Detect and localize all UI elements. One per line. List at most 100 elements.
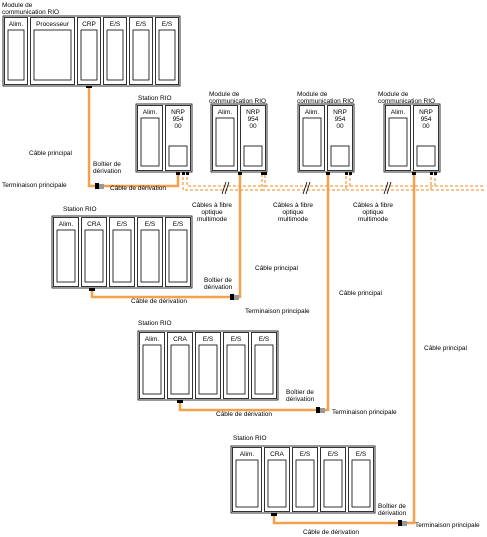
drop2-title: Station RIO bbox=[138, 320, 172, 327]
drop-rack-2-slot-1-window bbox=[170, 344, 190, 395]
drop-rack-1-slot-1-label: CRA bbox=[87, 221, 101, 228]
drop-cable-2 bbox=[178, 400, 318, 412]
head-rack-slot-3-label: E/S bbox=[110, 21, 121, 28]
nrp-rack-1-slot-1-window bbox=[168, 145, 188, 167]
nrp-rack-4-slot-1-label: NRP bbox=[419, 109, 433, 116]
terminator-1 bbox=[234, 295, 239, 300]
tap-label-3-1: Boîtier de bbox=[378, 503, 406, 510]
drop-rack-3-slot-0-label: Alim. bbox=[240, 451, 255, 458]
fiber-break-3b bbox=[386, 181, 392, 195]
head-rack-title-1: Module de bbox=[2, 2, 33, 9]
connector-nrp4-c bbox=[434, 171, 437, 175]
term-label-3: Terminaison principale bbox=[415, 522, 480, 529]
connector-nrp1-a bbox=[176, 171, 180, 175]
drop-rack-2-slot-2-window bbox=[198, 344, 218, 395]
tap-label-1-1: Boîtier de bbox=[204, 277, 232, 284]
nrp3-title-2: communication RIO bbox=[297, 98, 354, 105]
taps bbox=[95, 183, 407, 526]
main-cable-1 bbox=[233, 172, 242, 299]
nrp-rack-3-slot-1-label: 00 bbox=[336, 123, 344, 130]
drop-rack-1-slot-3-label: E/S bbox=[145, 221, 156, 228]
terminator-3 bbox=[402, 521, 407, 526]
nrp2-title-2: communication RIO bbox=[209, 98, 266, 105]
fiber-link-1a bbox=[186, 172, 266, 187]
connector-nrp2-b bbox=[261, 171, 264, 175]
fiber-label-2-2: optique bbox=[282, 209, 304, 216]
head-rack-slot-2-label: CRP bbox=[82, 21, 96, 28]
drop-rack-2-slot-3-label: E/S bbox=[231, 336, 242, 343]
head-rack-title-2: communication RIO bbox=[2, 9, 59, 16]
connector-nrp4-a bbox=[412, 171, 416, 175]
drop-rack-1-slot-4-window bbox=[168, 229, 188, 283]
head-rack-slot-1-window bbox=[33, 29, 72, 81]
head-rack-slot-0-label: Alim. bbox=[9, 21, 24, 28]
fiber-label-2-3: multimode bbox=[278, 216, 308, 223]
head-rack-slot-5-window bbox=[158, 29, 176, 81]
drop-label-1: Câble de dérivation bbox=[131, 298, 187, 305]
drop-label-3: Câble de dérivation bbox=[303, 529, 359, 536]
fiber-label-1-1: Câbles à fibre bbox=[192, 202, 232, 209]
nrp-rack-2-slot-1-label: 00 bbox=[249, 123, 257, 130]
nrp4-title-2: communication RIO bbox=[378, 98, 435, 105]
tap-box-2 bbox=[316, 407, 320, 413]
nrp-rack-3-slot-0-window bbox=[302, 117, 322, 167]
nrp-rack-2-slot-0-label: Alim. bbox=[218, 109, 233, 116]
fiber-label-3-3: multimode bbox=[358, 216, 388, 223]
drop-rack-2-slot-1-label: CRA bbox=[173, 336, 187, 343]
term-label-2: Terminaison principale bbox=[332, 409, 397, 416]
fiber-label-2-1: Câbles à fibre bbox=[273, 202, 313, 209]
drop-rack-3-slot-1-window bbox=[267, 459, 287, 508]
connector-nrp4-b bbox=[430, 171, 433, 175]
connector-drop3 bbox=[271, 512, 277, 516]
drop-rack-2-slot-0-label: Alim. bbox=[145, 336, 160, 343]
main-cable-label-2: Câble principal bbox=[339, 290, 383, 297]
nrp3-title-1: Module de bbox=[297, 91, 328, 98]
nrp-rack-2-slot-1-window bbox=[243, 145, 263, 167]
connector-nrp3-b bbox=[345, 171, 348, 175]
main-cable-head bbox=[87, 86, 96, 188]
term-label-1: Terminaison principale bbox=[245, 308, 310, 315]
connector-nrp2-c bbox=[264, 171, 267, 175]
drop-rack-3-slot-2-window bbox=[295, 459, 315, 508]
drop-rack-3-slot-1-label: CRA bbox=[270, 451, 284, 458]
tap-box-1 bbox=[230, 294, 234, 300]
tap-label-3-2: dérivation bbox=[378, 510, 407, 517]
fiber-break-2 bbox=[302, 181, 308, 195]
drop-label-2: Câble de dérivation bbox=[216, 411, 272, 418]
tap-label-1-2: dérivation bbox=[204, 284, 233, 291]
drop-rack-1-slot-1-window bbox=[84, 229, 104, 283]
nrp4-title-1: Module de bbox=[378, 91, 409, 98]
nrp-rack-3-slot-0-label: Alim. bbox=[305, 109, 320, 116]
nrp-rack-1-slot-0-label: Alim. bbox=[143, 109, 158, 116]
nrp-rack-4-slot-1-window bbox=[416, 145, 436, 167]
nrp-rack-2-slot-1-label: NRP bbox=[246, 109, 260, 116]
connector-nrp2-a bbox=[238, 171, 242, 175]
fiber-link-2a bbox=[265, 172, 351, 187]
head-rack-slot-4-label: E/S bbox=[136, 21, 147, 28]
nrp-rack-1-slot-0-window bbox=[140, 117, 160, 167]
drop-rack-2-slot-2-label: E/S bbox=[203, 336, 214, 343]
drop-cable-3 bbox=[272, 513, 399, 525]
tap-box-3 bbox=[398, 520, 402, 526]
connector-nrp3-c bbox=[349, 171, 352, 175]
term-label-0: Terminaison principale bbox=[2, 182, 67, 189]
drop-label-0: Câble de dérivation bbox=[110, 185, 166, 192]
connector-drop1 bbox=[89, 287, 95, 291]
drop-rack-1-slot-2-window bbox=[112, 229, 132, 283]
drop-rack-1-slot-3-window bbox=[140, 229, 160, 283]
connector-nrp1-c bbox=[186, 171, 189, 175]
nrp-rack-1-slot-1-label: NRP bbox=[171, 109, 185, 116]
fiber-breaks bbox=[221, 181, 392, 195]
drop-rack-1-slot-4-label: E/S bbox=[173, 221, 184, 228]
drop-rack-2-slot-0-window bbox=[142, 344, 162, 395]
drop-rack-3-slot-4-window bbox=[351, 459, 371, 508]
terminator-2 bbox=[320, 408, 325, 413]
tap-label-0-2: dérivation bbox=[93, 168, 122, 175]
fiber-label-3-1: Câbles à fibre bbox=[353, 202, 393, 209]
nrp-rack-3-slot-1-label: NRP bbox=[333, 109, 347, 116]
fiber-link-3a bbox=[350, 172, 436, 187]
drop3-title: Station RIO bbox=[233, 435, 267, 442]
